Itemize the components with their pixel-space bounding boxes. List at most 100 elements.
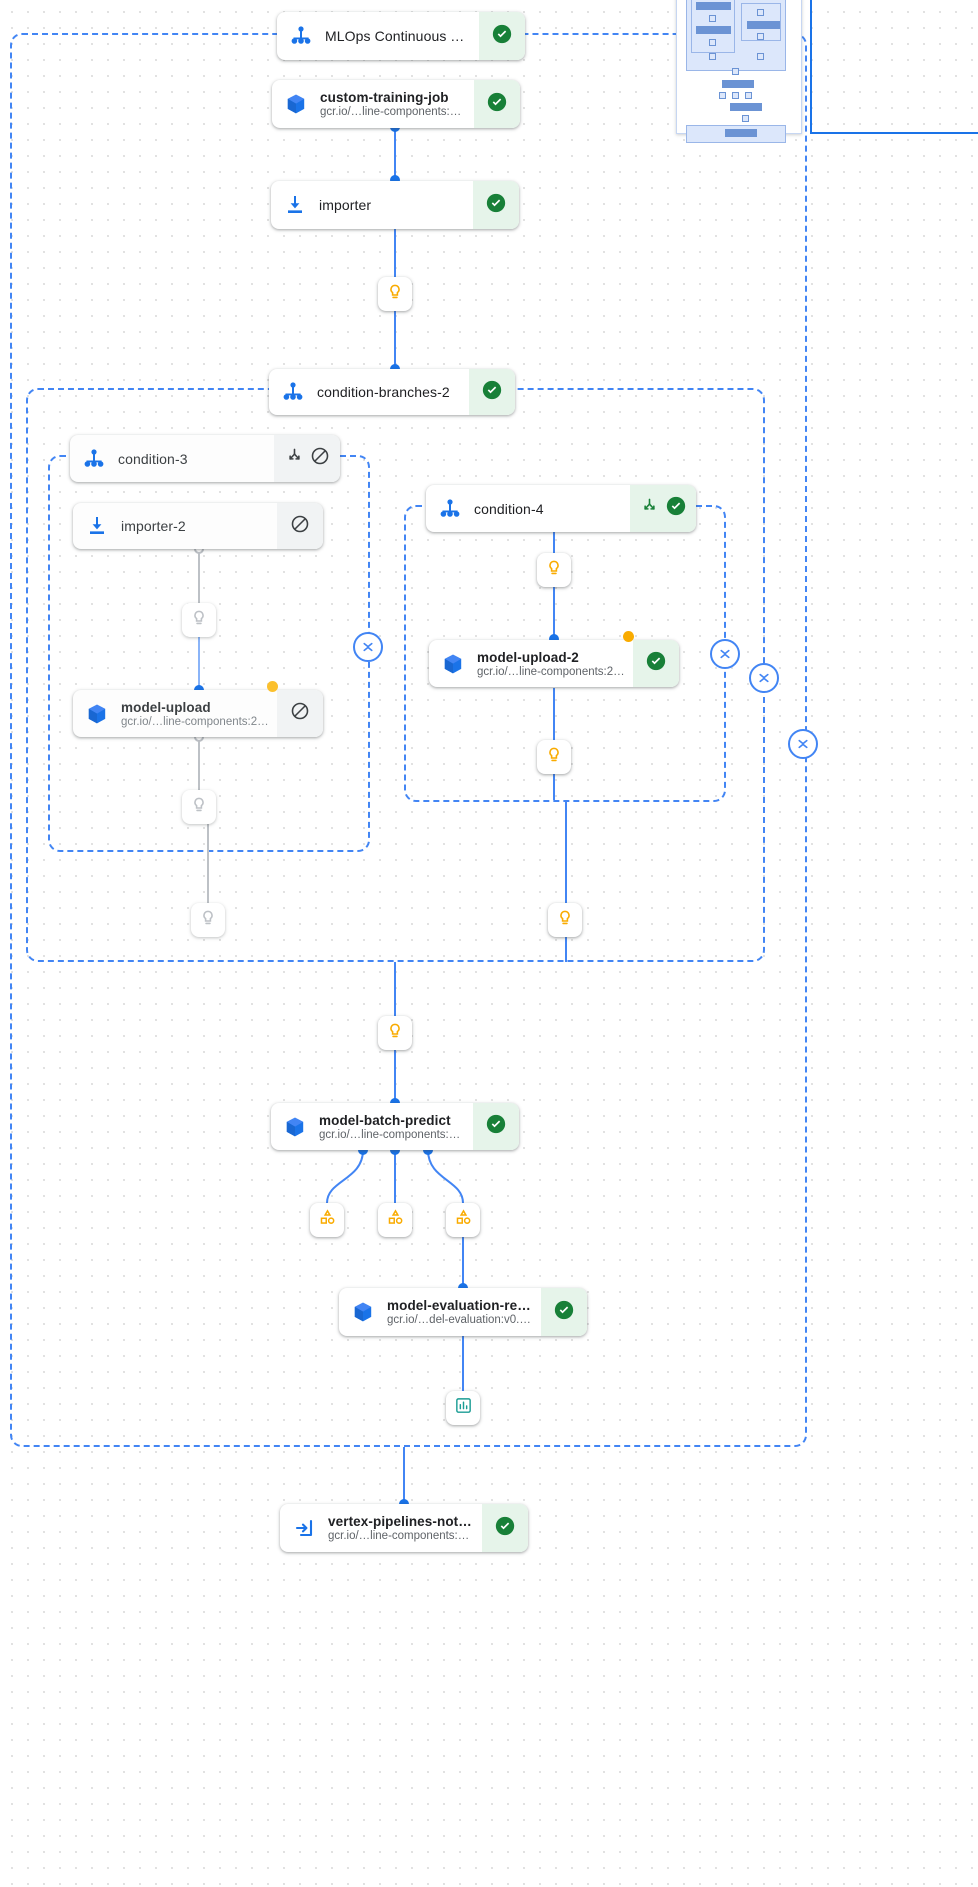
parameter-bulb-icon	[386, 1022, 404, 1045]
node-subtitle: gcr.io/…del-evaluation:v0.9.3	[387, 1314, 533, 1326]
minimap-bar	[747, 21, 780, 29]
node-title: vertex-pipelines-notificat…	[328, 1514, 474, 1529]
parameter-bulb-icon	[190, 609, 208, 632]
node-subtitle: gcr.io/…line-components:2.6.0	[320, 106, 466, 118]
node-title: model-evaluation-regres…	[387, 1298, 533, 1313]
minimap-viewport[interactable]	[810, 0, 978, 134]
node-title: model-upload-2	[477, 649, 579, 665]
node-title: importer	[319, 197, 372, 213]
node-importer[interactable]: importer	[271, 181, 519, 229]
node-model-evaluation-regression[interactable]: model-evaluation-regres… gcr.io/…del-eva…	[339, 1288, 587, 1336]
node-title: condition-4	[474, 500, 544, 517]
status-badge[interactable]	[482, 1504, 528, 1552]
chip-artifact-3[interactable]	[446, 1203, 480, 1237]
status-badge[interactable]	[541, 1288, 587, 1336]
node-mlops-continuous-training[interactable]: MLOps Continuous Traini…	[277, 12, 525, 60]
chip-param-4[interactable]	[191, 903, 225, 937]
check-circle-icon	[485, 1113, 507, 1140]
artifact-shapes-icon	[318, 1208, 337, 1232]
status-badge[interactable]	[474, 80, 520, 128]
collapse-chevrons-icon	[794, 735, 812, 753]
chip-metrics-1[interactable]	[446, 1391, 480, 1425]
node-title: MLOps Continuous Traini…	[325, 28, 471, 44]
minimap-bar	[722, 80, 754, 88]
parameter-bulb-icon	[386, 283, 404, 306]
node-model-upload-2[interactable]: model-upload-2 gcr.io/…line-components:2…	[429, 640, 679, 687]
chip-param-2[interactable]	[182, 603, 216, 637]
node-subtitle: gcr.io/…line-components:2.6.0	[121, 715, 269, 728]
blocked-circle-icon	[290, 701, 310, 726]
cube-icon	[73, 690, 121, 737]
status-badge[interactable]	[479, 12, 525, 60]
exit-arrow-icon	[280, 1504, 328, 1552]
chip-param-7[interactable]	[548, 903, 582, 937]
chip-param-5[interactable]	[537, 553, 571, 587]
status-badge[interactable]	[274, 435, 340, 482]
node-model-batch-predict[interactable]: model-batch-predict gcr.io/…line-compone…	[271, 1103, 519, 1150]
status-badge[interactable]	[469, 369, 515, 415]
minimap-node	[757, 53, 764, 60]
minimap-node	[709, 15, 716, 22]
minimap-bar	[730, 103, 762, 111]
check-circle-icon	[486, 91, 508, 118]
node-condition-branches-2[interactable]: condition-branches-2	[269, 369, 515, 415]
chip-artifact-1[interactable]	[310, 1203, 344, 1237]
node-title: model-batch-predict	[319, 1112, 451, 1128]
collapse-condition-3-toggle[interactable]	[353, 632, 383, 662]
node-condition-4[interactable]: condition-4	[426, 485, 696, 532]
status-badge[interactable]	[277, 690, 323, 737]
minimap-node	[745, 92, 752, 99]
minimap[interactable]	[676, 0, 802, 143]
status-badge[interactable]	[473, 1103, 519, 1150]
blocked-circle-icon	[290, 514, 310, 539]
minimap-bar	[696, 26, 731, 34]
collapse-condition-4-toggle[interactable]	[710, 639, 740, 669]
chip-param-6[interactable]	[537, 740, 571, 774]
chip-artifact-2[interactable]	[378, 1203, 412, 1237]
branch-icon	[285, 447, 304, 471]
minimap-node	[719, 92, 726, 99]
minimap-node	[709, 39, 716, 46]
branch-icon	[640, 497, 659, 521]
hierarchy-icon	[269, 369, 317, 415]
hierarchy-icon	[70, 435, 118, 482]
node-title: condition-3	[118, 450, 188, 467]
minimap-node	[732, 92, 739, 99]
status-badge[interactable]	[277, 503, 323, 549]
node-vertex-pipelines-notification[interactable]: vertex-pipelines-notificat… gcr.io/…line…	[280, 1504, 528, 1552]
chip-param-3[interactable]	[182, 790, 216, 824]
check-circle-icon	[491, 23, 513, 50]
parameter-bulb-icon	[545, 559, 563, 582]
node-custom-training-job[interactable]: custom-training-job gcr.io/…line-compone…	[272, 80, 520, 128]
status-badge[interactable]	[630, 485, 696, 532]
minimap-node	[732, 68, 739, 75]
node-condition-3[interactable]: condition-3	[70, 435, 340, 482]
check-circle-icon	[553, 1299, 575, 1326]
minimap-node	[742, 115, 749, 122]
output-dot	[267, 681, 278, 692]
collapse-chevrons-icon	[716, 645, 734, 663]
minimap-node	[757, 9, 764, 16]
check-circle-icon	[665, 495, 687, 522]
artifact-shapes-icon	[454, 1208, 473, 1232]
collapse-condition-branches-2-toggle[interactable]	[749, 663, 779, 693]
chip-param-1[interactable]	[378, 277, 412, 311]
cube-icon	[271, 1103, 319, 1150]
check-circle-icon	[494, 1515, 516, 1542]
status-badge[interactable]	[633, 640, 679, 687]
status-badge[interactable]	[473, 181, 519, 229]
chip-param-8[interactable]	[378, 1016, 412, 1050]
parameter-bulb-icon	[545, 746, 563, 769]
node-title: importer-2	[121, 518, 186, 534]
cube-icon	[272, 80, 320, 128]
artifact-shapes-icon	[386, 1208, 405, 1232]
node-model-upload[interactable]: model-upload gcr.io/…line-components:2.6…	[73, 690, 323, 737]
collapse-root-dag-toggle[interactable]	[788, 729, 818, 759]
node-importer-2[interactable]: importer-2	[73, 503, 323, 549]
minimap-bar	[696, 2, 731, 10]
output-dot	[623, 631, 634, 642]
node-subtitle: gcr.io/…line-components:2.6.0	[328, 1530, 474, 1542]
hierarchy-icon	[277, 12, 325, 60]
cube-icon	[339, 1288, 387, 1336]
